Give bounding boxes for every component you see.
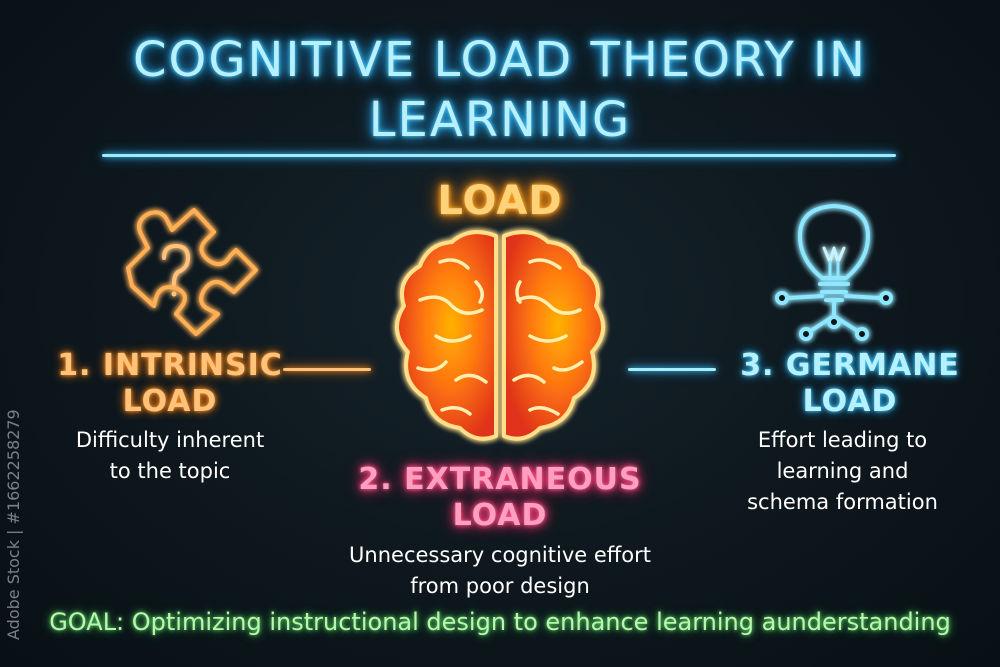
intrinsic-heading-line-2: LOAD — [122, 384, 218, 419]
extraneous-load-description: Unnecessary cognitive effort from poor d… — [270, 540, 730, 602]
center-load-label: LOAD — [437, 178, 563, 224]
germane-heading-line-2: LOAD — [802, 384, 898, 419]
lightbulb-network-icon — [775, 204, 893, 341]
title-divider — [102, 154, 896, 157]
intrinsic-desc-line-1: Difficulty inherent — [75, 428, 265, 452]
intrinsic-load-heading: 1. INTRINSIC LOAD — [40, 348, 300, 420]
extraneous-desc-line-2: from poor design — [410, 574, 590, 598]
extraneous-desc-line-1: Unnecessary cognitive effort — [349, 543, 651, 567]
goal-statement: GOAL: Optimizing instructional design to… — [49, 608, 951, 636]
title-line-1: COGNITIVE LOAD THEORY IN — [133, 32, 867, 88]
germane-load-description: Effort leading to learning and schema fo… — [700, 425, 985, 518]
brain-icon — [395, 230, 605, 441]
stock-watermark: Adobe Stock | #1662258279 — [4, 409, 23, 640]
title-line-2: LEARNING — [368, 92, 632, 148]
page-title: COGNITIVE LOAD THEORY IN LEARNING — [0, 30, 1000, 150]
germane-desc-line-3: schema formation — [747, 490, 938, 514]
extraneous-heading-line-2: LOAD — [452, 498, 548, 533]
intrinsic-desc-line-2: to the topic — [109, 459, 231, 483]
connector-right — [628, 368, 716, 371]
extraneous-load-heading: 2. EXTRANEOUS LOAD — [300, 462, 700, 534]
intrinsic-heading-line-1: 1. INTRINSIC — [57, 348, 283, 383]
germane-desc-line-1: Effort leading to — [757, 428, 928, 452]
germane-heading-line-1: 3. GERMANE — [740, 348, 960, 383]
intrinsic-load-description: Difficulty inherent to the topic — [40, 425, 300, 487]
extraneous-heading-line-1: 2. EXTRANEOUS — [358, 462, 642, 497]
germane-load-heading: 3. GERMANE LOAD — [720, 348, 980, 420]
germane-desc-line-2: learning and — [776, 459, 909, 483]
connector-left — [283, 368, 371, 371]
puzzle-question-icon — [126, 208, 258, 336]
